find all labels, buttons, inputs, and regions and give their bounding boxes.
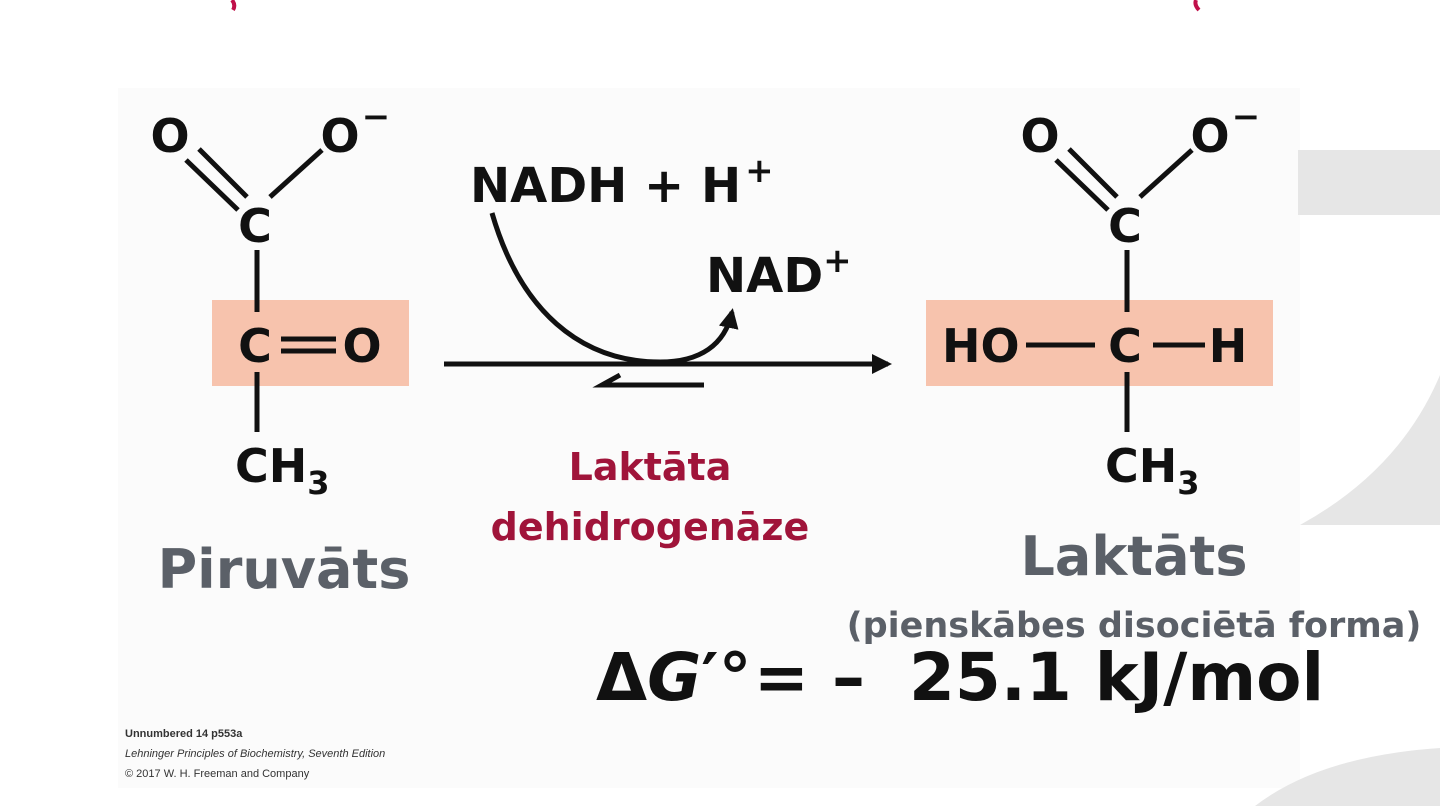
lactate-o-minus: O <box>1190 109 1229 163</box>
footer-copyright: © 2017 W. H. Freeman and Company <box>125 768 310 780</box>
lactate-name: Laktāts <box>1021 525 1248 588</box>
pyruvate-highlight <box>212 300 409 386</box>
lactate-ch: CH <box>1105 439 1177 493</box>
nadh-text: NADH + H <box>470 158 741 214</box>
free-energy-equation: ΔG′°= – 25.1 kJ/mol <box>596 639 1324 716</box>
pyruvate-structure: O O − C C O CH3 <box>150 97 409 502</box>
pyruvate-c-mid: C <box>238 319 272 373</box>
reaction-arrows: NADH + H+ NAD+ Laktāta dehidrogenāze <box>444 151 892 549</box>
pyruvate-o-double: O <box>150 109 189 163</box>
lactate-minus-sign: − <box>1232 97 1261 137</box>
enzyme-label-line1: Laktāta <box>569 445 732 489</box>
lactate-c-top: C <box>1108 199 1142 253</box>
pyruvate-ch3: CH3 <box>235 439 330 502</box>
delta-symbol: Δ <box>596 639 647 716</box>
nad-plus-superscript: + <box>823 241 852 281</box>
lactate-o-double: O <box>1020 109 1059 163</box>
lactate-bond-c-ominus <box>1138 148 1194 199</box>
lactate-ch3: CH3 <box>1105 439 1200 502</box>
lactate-h: H <box>1209 319 1248 373</box>
lactate-c-mid: C <box>1108 319 1142 373</box>
lactate-structure: O O − C HO C H CH3 <box>926 97 1273 502</box>
watermark-shape <box>1255 150 1440 806</box>
pyruvate-bond-c-ominus <box>268 148 324 199</box>
pyruvate-bond-co-double-b <box>197 147 249 199</box>
lactate-subtitle: (pienskābes disociētā forma) <box>847 606 1422 646</box>
pyruvate-o-minus: O <box>320 109 359 163</box>
nad-label: NAD+ <box>706 241 852 304</box>
enzyme-label-line2: dehidrogenāze <box>491 505 810 549</box>
pyruvate-c-top: C <box>238 199 272 253</box>
reverse-half-arrow <box>592 372 704 388</box>
pyruvate-name: Piruvāts <box>158 538 411 601</box>
lactate-bond-co-double-a <box>1054 158 1110 212</box>
footer-figure-id: Unnumbered 14 p553a <box>125 728 243 740</box>
lactate-ho: HO <box>942 319 1020 373</box>
lactate-bond-co-double-b <box>1067 147 1119 199</box>
pyruvate-sub3: 3 <box>307 464 329 502</box>
nadh-plus-superscript: + <box>745 151 774 191</box>
pyruvate-bond-co-double-a <box>184 158 240 212</box>
lactate-highlight <box>926 300 1273 386</box>
g-symbol: G <box>647 639 701 716</box>
footer-book-title: Lehninger Principles of Biochemistry, Se… <box>125 748 385 760</box>
prime-degree-symbol: ′° <box>701 639 751 716</box>
nad-text: NAD <box>706 248 823 304</box>
pyruvate-ch: CH <box>235 439 307 493</box>
free-energy-value: 25.1 kJ/mol <box>909 639 1324 716</box>
nadh-label: NADH + H+ <box>470 151 774 214</box>
pyruvate-o-ketone: O <box>342 319 381 373</box>
pyruvate-minus-sign: − <box>362 97 391 137</box>
equals-minus: = – <box>754 639 865 716</box>
cofactor-curve-arrow <box>489 212 739 365</box>
top-edge-fragment-right <box>1193 0 1201 12</box>
top-edge-fragment-left <box>230 0 237 12</box>
lactate-sub3: 3 <box>1177 464 1199 502</box>
